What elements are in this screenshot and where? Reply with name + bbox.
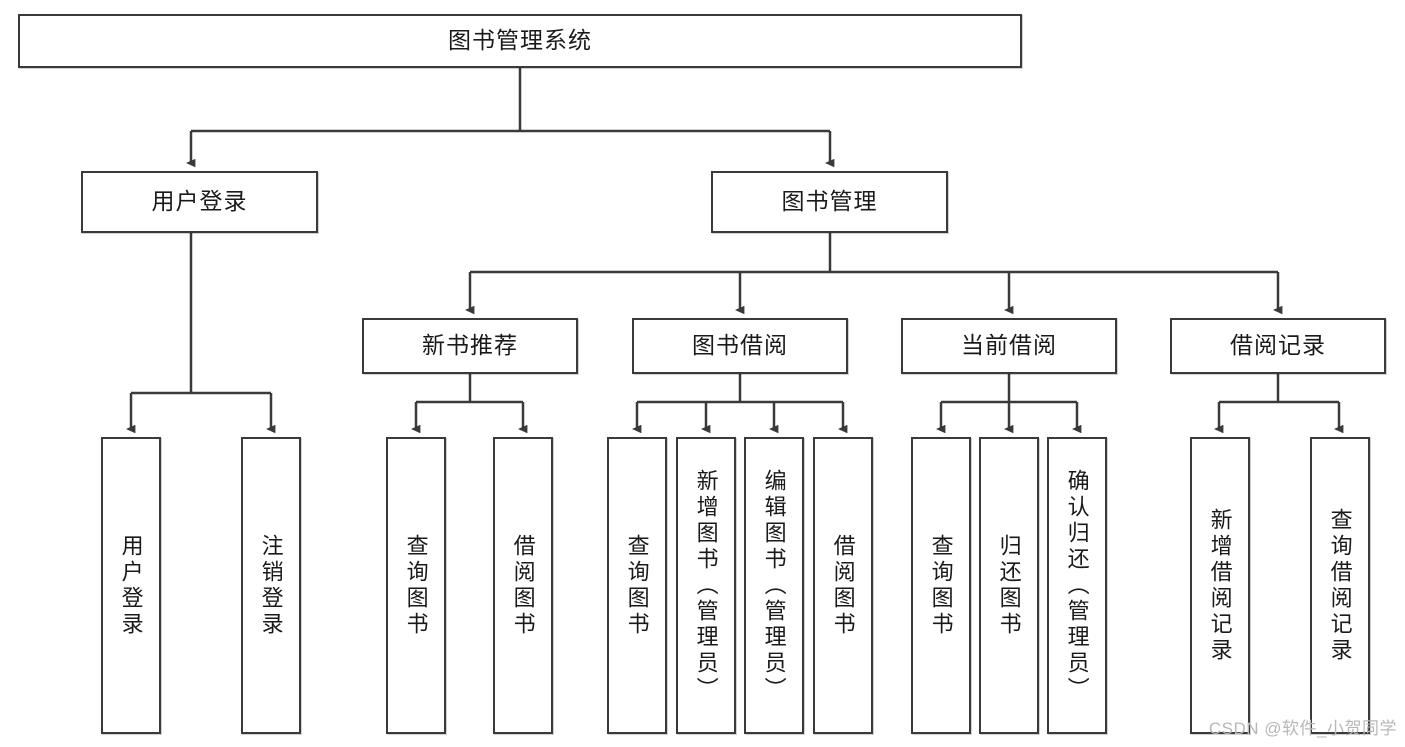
node-label: 当前借阅 [961, 332, 1057, 359]
node-label: 查询借阅记录 [1327, 507, 1353, 664]
node-label: 查询图书 [928, 533, 954, 638]
node-label: 编辑图书（管理员） [761, 468, 787, 703]
node-label: 用户登录 [151, 188, 248, 215]
csdn-watermark: CSDN @软件_小贺同学 [1208, 719, 1397, 738]
node-leaf-return-book[interactable]: 归还图书 [979, 437, 1039, 734]
node-current-borrow[interactable]: 当前借阅 [901, 318, 1117, 374]
node-leaf-query-books-recommend[interactable]: 查询图书 [386, 437, 446, 734]
node-label: 图书管理系统 [448, 27, 592, 54]
node-user-login[interactable]: 用户登录 [81, 171, 318, 233]
node-label: 新增图书（管理员） [693, 468, 719, 703]
node-label: 新增借阅记录 [1207, 507, 1233, 664]
node-leaf-query-books-current[interactable]: 查询图书 [911, 437, 971, 734]
node-new-book-recommend[interactable]: 新书推荐 [362, 318, 578, 374]
node-label: 确认归还（管理员） [1064, 468, 1090, 703]
node-leaf-user-login[interactable]: 用户登录 [101, 437, 161, 734]
node-leaf-confirm-return-admin[interactable]: 确认归还（管理员） [1047, 437, 1107, 734]
node-leaf-query-borrow-record[interactable]: 查询借阅记录 [1310, 437, 1370, 734]
node-label: 查询图书 [403, 533, 429, 638]
node-label: 新书推荐 [422, 332, 518, 359]
node-borrow-records[interactable]: 借阅记录 [1170, 318, 1386, 374]
node-label: 查询图书 [624, 533, 650, 638]
node-leaf-query-books-borrow[interactable]: 查询图书 [607, 437, 667, 734]
node-leaf-borrow-book[interactable]: 借阅图书 [813, 437, 873, 734]
node-leaf-add-book-admin[interactable]: 新增图书（管理员） [676, 437, 736, 734]
node-label: 借阅记录 [1230, 332, 1326, 359]
node-root-library-system[interactable]: 图书管理系统 [18, 14, 1022, 68]
node-leaf-edit-book-admin[interactable]: 编辑图书（管理员） [744, 437, 804, 734]
node-leaf-add-borrow-record[interactable]: 新增借阅记录 [1190, 437, 1250, 734]
node-label: 借阅图书 [510, 533, 536, 638]
node-leaf-borrow-books-recommend[interactable]: 借阅图书 [493, 437, 553, 734]
node-label: 归还图书 [996, 533, 1022, 638]
node-leaf-logout[interactable]: 注销登录 [241, 437, 301, 734]
node-book-borrow[interactable]: 图书借阅 [632, 318, 848, 374]
node-label: 用户登录 [118, 533, 144, 638]
node-label: 图书借阅 [692, 332, 788, 359]
node-book-management[interactable]: 图书管理 [711, 171, 948, 233]
node-label: 注销登录 [258, 533, 284, 638]
node-label: 借阅图书 [830, 533, 856, 638]
node-label: 图书管理 [781, 188, 878, 215]
